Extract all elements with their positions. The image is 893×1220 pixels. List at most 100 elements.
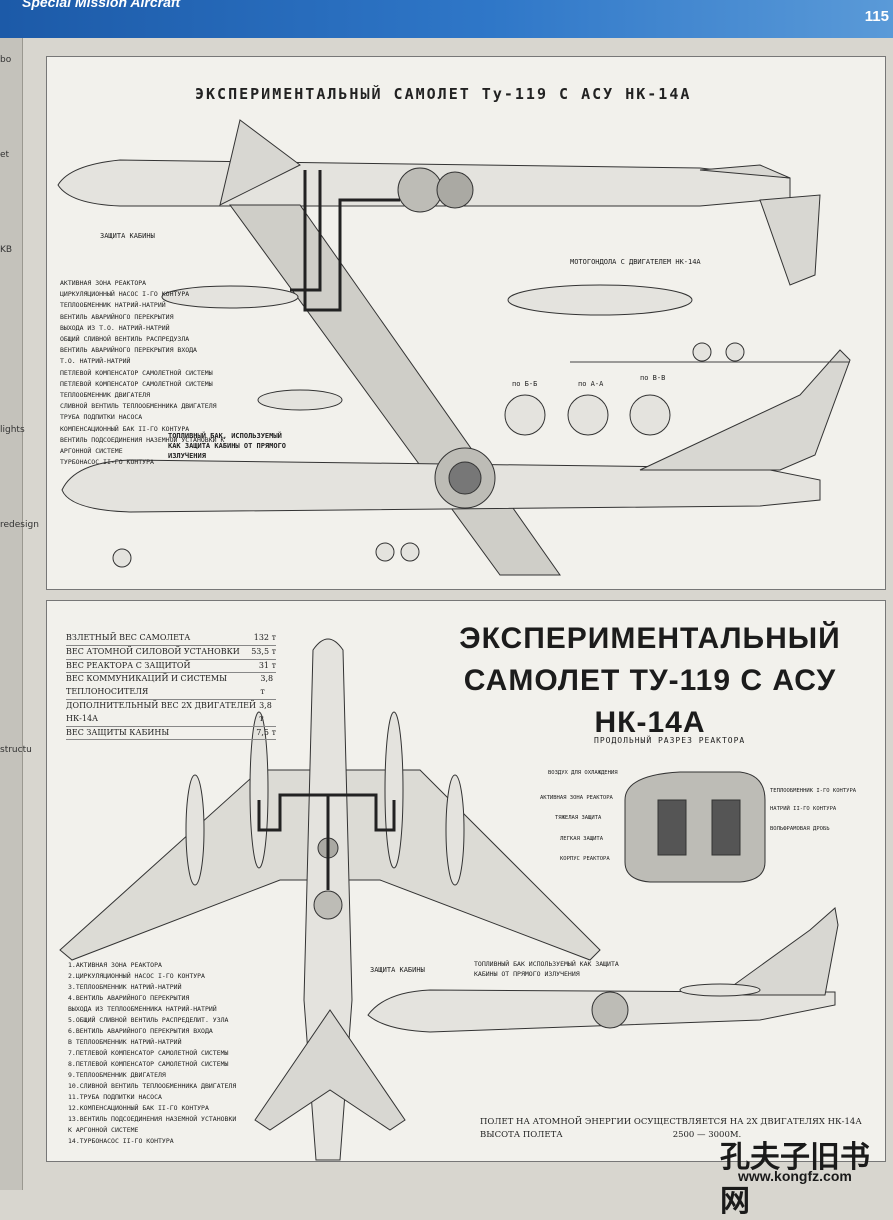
bottom-cabin-label: ЗАЩИТА КАБИНЫ bbox=[370, 966, 425, 974]
reactor-label: ТЯЖЕЛАЯ ЗАЩИТА bbox=[555, 815, 602, 821]
legend-item: ВЕНТИЛЬ АВАРИЙНОГО ПЕРЕКРЫТИЯ bbox=[60, 312, 174, 321]
fuel-tank-label-3: ИЗЛУЧЕНИЯ bbox=[168, 452, 206, 460]
legend-item: ТРУБА ПОДПИТКИ НАСОСА bbox=[60, 413, 143, 422]
gutter-text: redesign bbox=[0, 520, 39, 530]
weight-value: 31 т bbox=[258, 660, 276, 670]
reactor-label: НАТРИЙ II-ГО КОНТУРА bbox=[770, 806, 837, 812]
legend-item: 10.СЛИВНОЙ ВЕНТИЛЬ ТЕПЛООБМЕННИКА ДВИГАТ… bbox=[68, 1082, 237, 1090]
legend-item: 8.ПЕТЛЕВОЙ КОМПЕНСАТОР САМОЛЕТНОЙ СИСТЕМ… bbox=[68, 1060, 229, 1068]
nacelle-left bbox=[161, 285, 299, 309]
legend-item: ОБЩИЙ СЛИВНОЙ ВЕНТИЛЬ РАСПРЕДУЗЛА bbox=[60, 335, 190, 344]
legend-item: 14.ТУРБОНАСОС II-ГО КОНТУРА bbox=[68, 1137, 174, 1145]
section-bb bbox=[504, 394, 546, 436]
nacelle-label: МОТОГОНДОЛА С ДВИГАТЕЛЕМ НК-14А bbox=[570, 258, 701, 266]
section-vv-label: по В-В bbox=[640, 374, 666, 382]
weight-table: ВЗЛЕТНЫЙ ВЕС САМОЛЕТА 132 т ВЕС АТОМНОЙ СИ… bbox=[66, 632, 276, 741]
bottom-title: ЭКСПЕРИМЕНТАЛЬНЫЙ САМОЛЕТ ТУ-119 С АСУ Н… bbox=[430, 618, 870, 744]
gutter-text: et bbox=[0, 150, 10, 160]
swept-wing bbox=[229, 204, 561, 576]
legend-item: 4.ВЕНТИЛЬ АВАРИЙНОГО ПЕРЕКРЫТИЯ bbox=[68, 994, 190, 1002]
legend-item: ПЕТЛЕВОЙ КОМПЕНСАТОР САМОЛЕТНОЙ СИСТЕМЫ bbox=[60, 379, 213, 388]
weight-row: ВЕС РЕАКТОРА С ЗАЩИТОЙ 31 т bbox=[66, 660, 276, 674]
legend-item: ВЕНТИЛЬ ПОДСОЕДИНЕНИЯ НАЗЕМНОЙ УСТАНОВКИ… bbox=[60, 435, 225, 444]
weight-value: 132 т bbox=[253, 633, 276, 642]
legend-item: 6.ВЕНТИЛЬ АВАРИЙНОГО ПЕРЕКРЫТИЯ ВХОДА bbox=[68, 1027, 213, 1035]
legend-item: Т.О. НАТРИЙ-НАТРИЙ bbox=[60, 357, 131, 366]
weight-row: ВЗЛЕТНЫЙ ВЕС САМОЛЕТА 132 т bbox=[66, 632, 276, 646]
weight-label: ВЕС РЕАКТОРА С ЗАЩИТОЙ bbox=[66, 660, 191, 670]
section-vv bbox=[629, 394, 671, 436]
weight-label: ВЕС КОММУНИКАЦИЙ И СИСТЕМЫ ТЕПЛОНОСИТЕЛЯ bbox=[66, 674, 227, 697]
flight-note: ПОЛЕТ НА АТОМНОЙ ЭНЕРГИИ ОСУЩЕСТВЛЯЕТСЯ … bbox=[480, 1116, 862, 1142]
bottom-fuel-tank-1: ТОПЛИВНЫЙ БАК ИСПОЛЬЗУЕМЫЙ КАК ЗАЩИТА bbox=[474, 960, 619, 968]
plan-nacelle-2 bbox=[185, 774, 205, 886]
plan-tailplane bbox=[254, 1009, 406, 1131]
gutter-text: KB bbox=[0, 245, 13, 255]
legend-item: ЦИРКУЛЯЦИОННЫЙ НАСОС I-ГО КОНТУРА bbox=[60, 290, 190, 299]
flight-altitude: ВЫСОТА ПОЛЕТА 2500 — 3000М. bbox=[480, 1129, 862, 1142]
legend-item: 5.ОБЩИЙ СЛИВНОЙ ВЕНТИЛЬ РАСПРЕДЕЛИТ. УЗЛ… bbox=[68, 1016, 229, 1024]
weight-label: ВЗЛЕТНЫЙ ВЕС САМОЛЕТА bbox=[66, 633, 191, 642]
flight-note-line1: ПОЛЕТ НА АТОМНОЙ ЭНЕРГИИ ОСУЩЕСТВЛЯЕТСЯ … bbox=[480, 1117, 862, 1127]
legend-item: ВЫХОДА ИЗ ТЕПЛООБМЕННИКА НАТРИЙ-НАТРИЙ bbox=[68, 1005, 217, 1013]
weight-label: ВЕС ЗАЩИТЫ КАБИНЫ bbox=[66, 727, 170, 737]
legend-item: 9.ТЕПЛООБМЕННИК ДВИГАТЕЛЯ bbox=[68, 1071, 166, 1079]
weight-row: ВЕС АТОМНОЙ СИЛОВОЙ УСТАНОВКИ 53,5 т bbox=[66, 646, 276, 660]
legend-item: ТУРБОНАСОС II-ГО КОНТУРА bbox=[60, 458, 154, 467]
reactor-label: ТЕПЛООБМЕННИК I-ГО КОНТУРА bbox=[770, 788, 857, 794]
legend-item: 2.ЦИРКУЛЯЦИОННЫЙ НАСОС I-ГО КОНТУРА bbox=[68, 972, 205, 980]
gutter-text: structu bbox=[0, 745, 32, 755]
legend-item: АРГОННОЙ СИСТЕМЕ bbox=[60, 447, 123, 456]
weight-row: ВЕС ЗАЩИТЫ КАБИНЫ 7,5 т bbox=[66, 727, 276, 741]
technical-drawings bbox=[57, 119, 851, 1161]
legend-item: СЛИВНОЙ ВЕНТИЛЬ ТЕПЛООБМЕННИКА ДВИГАТЕЛЯ bbox=[60, 402, 217, 411]
watermark-url: www.kongfz.com bbox=[738, 1168, 852, 1184]
legend-item: ВЕНТИЛЬ АВАРИЙНОГО ПЕРЕКРЫТИЯ ВХОДА bbox=[60, 346, 197, 355]
vertical-fin bbox=[639, 349, 851, 471]
weight-label: ВЕС АТОМНОЙ СИЛОВОЙ УСТАНОВКИ bbox=[66, 646, 240, 656]
reactor-label: ВОЛЬФРАМОВАЯ ДРОБЬ bbox=[770, 826, 830, 832]
cabin-label: ЗАЩИТА КАБИНЫ bbox=[100, 232, 155, 240]
weight-row: ВЕС КОММУНИКАЦИЙ И СИСТЕМЫ ТЕПЛОНОСИТЕЛЯ… bbox=[66, 673, 276, 700]
gutter-text: bo bbox=[0, 55, 12, 65]
reactor-label: КОРПУС РЕАКТОРА bbox=[560, 856, 610, 862]
bottom-title-line2: САМОЛЕТ ТУ-119 С АСУ НК-14А bbox=[463, 664, 837, 739]
fuel-tank-label-2: КАК ЗАЩИТА КАБИНЫ ОТ ПРЯМОГО bbox=[168, 442, 287, 450]
weight-label: ДОПОЛНИТЕЛЬНЫЙ ВЕС 2Х ДВИГАТЕЛЕЙ НК-14А bbox=[66, 700, 256, 723]
legend-item: 12.КОМПЕНСАЦИОННЫЙ БАК II-ГО КОНТУРА bbox=[68, 1104, 209, 1112]
weight-value: 53,5 т bbox=[251, 646, 276, 656]
plan-nacelle-4 bbox=[445, 774, 465, 886]
section-aa-label: по А-А bbox=[578, 380, 604, 388]
reactor-label: ЛЕГКАЯ ЗАЩИТА bbox=[560, 836, 604, 842]
legend-item: ТЕПЛООБМЕННИК ДВИГАТЕЛЯ bbox=[60, 391, 151, 400]
reactor-section bbox=[624, 771, 766, 883]
coolant-pipe bbox=[303, 170, 400, 312]
header-band: Special Mission Aircraft 115 bbox=[0, 0, 893, 38]
legend-item: К АРГОННОЙ СИСТЕМЕ bbox=[68, 1126, 139, 1134]
weight-value: 3,8 т bbox=[260, 674, 274, 697]
legend-item: ВЫХОДА ИЗ Т.О. НАТРИЙ-НАТРИЙ bbox=[60, 323, 170, 332]
reactor-title: ПРОДОЛЬНЫЙ РАЗРЕЗ РЕАКТОРА bbox=[594, 736, 746, 745]
page-gutter bbox=[0, 0, 23, 1190]
upper-tailplane bbox=[759, 194, 821, 286]
legend-item: 7.ПЕТЛЕВОЙ КОМПЕНСАТОР САМОЛЕТНОЙ СИСТЕМ… bbox=[68, 1049, 229, 1057]
legend-item: 3.ТЕПЛООБМЕННИК НАТРИЙ-НАТРИЙ bbox=[68, 983, 182, 991]
plan-nacelle-3 bbox=[384, 711, 404, 869]
legend-item: В ТЕПЛООБМЕННИК НАТРИЙ-НАТРИЙ bbox=[68, 1038, 182, 1046]
section-aa bbox=[567, 394, 609, 436]
page-number: 115 bbox=[864, 8, 889, 25]
legend-item: 13.ВЕНТИЛЬ ПОДСОЕДИНЕНИЯ НАЗЕМНОЙ УСТАНО… bbox=[68, 1115, 237, 1123]
fuel-tank-label-1: ТОПЛИВНЫЙ БАК, ИСПОЛЬЗУЕМЫЙ bbox=[168, 432, 282, 440]
weight-value: 3,8 т bbox=[259, 700, 272, 723]
section-title: Special Mission Aircraft bbox=[22, 0, 181, 10]
section-bb-label: по Б-Б bbox=[512, 380, 538, 388]
gutter-text: lights bbox=[0, 425, 25, 435]
weight-value: 7,5 т bbox=[256, 727, 276, 737]
legend-item: КОМПЕНСАЦИОННЫЙ БАК II-ГО КОНТУРА bbox=[60, 424, 190, 433]
altitude-label: ВЫСОТА ПОЛЕТА bbox=[480, 1130, 563, 1140]
reactor-label: АКТИВНАЯ ЗОНА РЕАКТОРА bbox=[540, 795, 613, 801]
legend-item: ПЕТЛЕВОЙ КОМПЕНСАТОР САМОЛЕТНОЙ СИСТЕМЫ bbox=[60, 368, 213, 377]
